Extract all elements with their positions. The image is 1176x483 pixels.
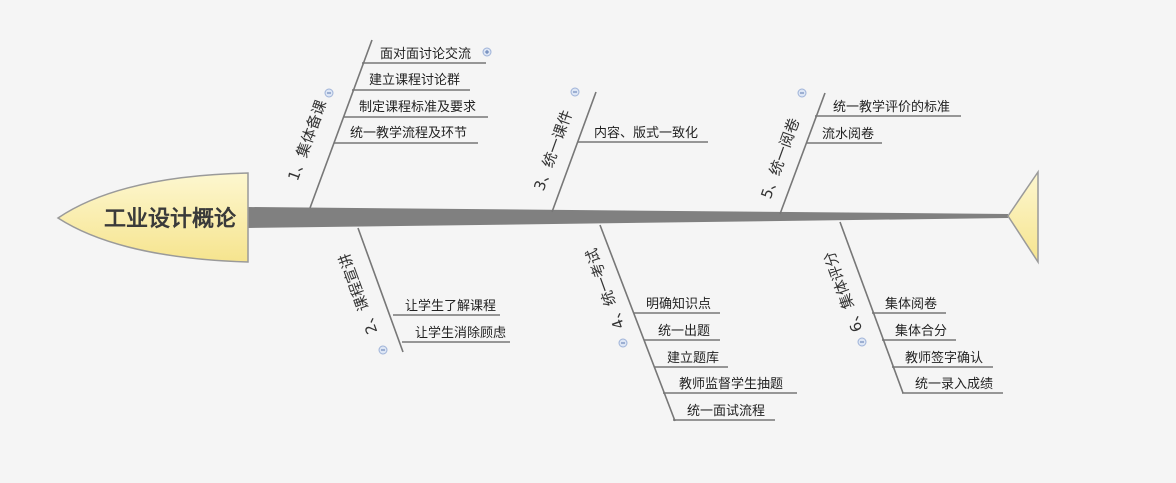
- list-item[interactable]: 建立题库: [667, 350, 719, 366]
- branch-label[interactable]: 3、统一课件: [530, 107, 576, 193]
- collapse-minus-icon[interactable]: [857, 337, 867, 347]
- branch-label[interactable]: 4、统一考试: [582, 246, 628, 332]
- branch-label[interactable]: 6、集体评分: [820, 249, 866, 335]
- list-item[interactable]: 集体阅卷: [885, 296, 937, 312]
- list-item[interactable]: 统一录入成绩: [915, 377, 993, 392]
- list-item[interactable]: 集体合分: [895, 323, 947, 339]
- collapse-minus-icon[interactable]: [618, 338, 628, 348]
- branch-label[interactable]: 5、统一阅卷: [757, 115, 803, 201]
- branch-2[interactable]: 2、课程宣讲 让学生了解课程 让学生消除顾虑: [335, 227, 510, 355]
- branch-4[interactable]: 4、统一考试 明确知识点 统一出题 建立题库 教师监督学生抽题 统一面试流程: [582, 224, 797, 422]
- list-item[interactable]: 流水阅卷: [822, 126, 874, 142]
- list-item[interactable]: 建立课程讨论群: [369, 73, 460, 88]
- head-title: 工业设计概论: [104, 206, 237, 232]
- list-item[interactable]: 让学生了解课程: [405, 298, 496, 314]
- list-item[interactable]: 统一教学评价的标准: [833, 99, 950, 115]
- list-item[interactable]: 面对面讨论交流: [380, 46, 471, 62]
- head-topic[interactable]: 工业设计概论: [56, 172, 249, 263]
- list-item[interactable]: 统一教学流程及环节: [350, 125, 467, 141]
- list-item[interactable]: 制定课程标准及要求: [359, 100, 476, 115]
- list-item[interactable]: 明确知识点: [646, 296, 711, 312]
- branch-5[interactable]: 5、统一阅卷 统一教学评价的标准 流水阅卷: [757, 88, 961, 215]
- collapse-minus-icon[interactable]: [797, 88, 807, 98]
- tail: [1007, 169, 1039, 265]
- branch-6[interactable]: 6、集体评分 集体阅卷 集体合分 教师签字确认 统一录入成绩: [820, 221, 1003, 394]
- collapse-minus-icon[interactable]: [570, 87, 580, 97]
- branch-3[interactable]: 3、统一课件 内容、版式一致化: [530, 87, 708, 213]
- list-item[interactable]: 让学生消除顾虑: [415, 325, 506, 341]
- list-item[interactable]: 教师签字确认: [905, 350, 983, 366]
- branch-label[interactable]: 2、课程宣讲: [335, 251, 381, 337]
- collapse-minus-icon[interactable]: [378, 345, 388, 355]
- list-item[interactable]: 内容、版式一致化: [594, 125, 698, 141]
- expand-plus-icon[interactable]: [482, 47, 492, 57]
- branch-1[interactable]: 1、集体备课 面对面讨论交流 建立课程讨论群 制定课程标准及要求 统一教学流程及…: [284, 39, 492, 209]
- spine: [248, 207, 1008, 228]
- list-item[interactable]: 统一面试流程: [687, 404, 765, 419]
- list-item[interactable]: 统一出题: [658, 324, 710, 339]
- list-item[interactable]: 教师监督学生抽题: [679, 376, 783, 392]
- collapse-minus-icon[interactable]: [324, 88, 334, 98]
